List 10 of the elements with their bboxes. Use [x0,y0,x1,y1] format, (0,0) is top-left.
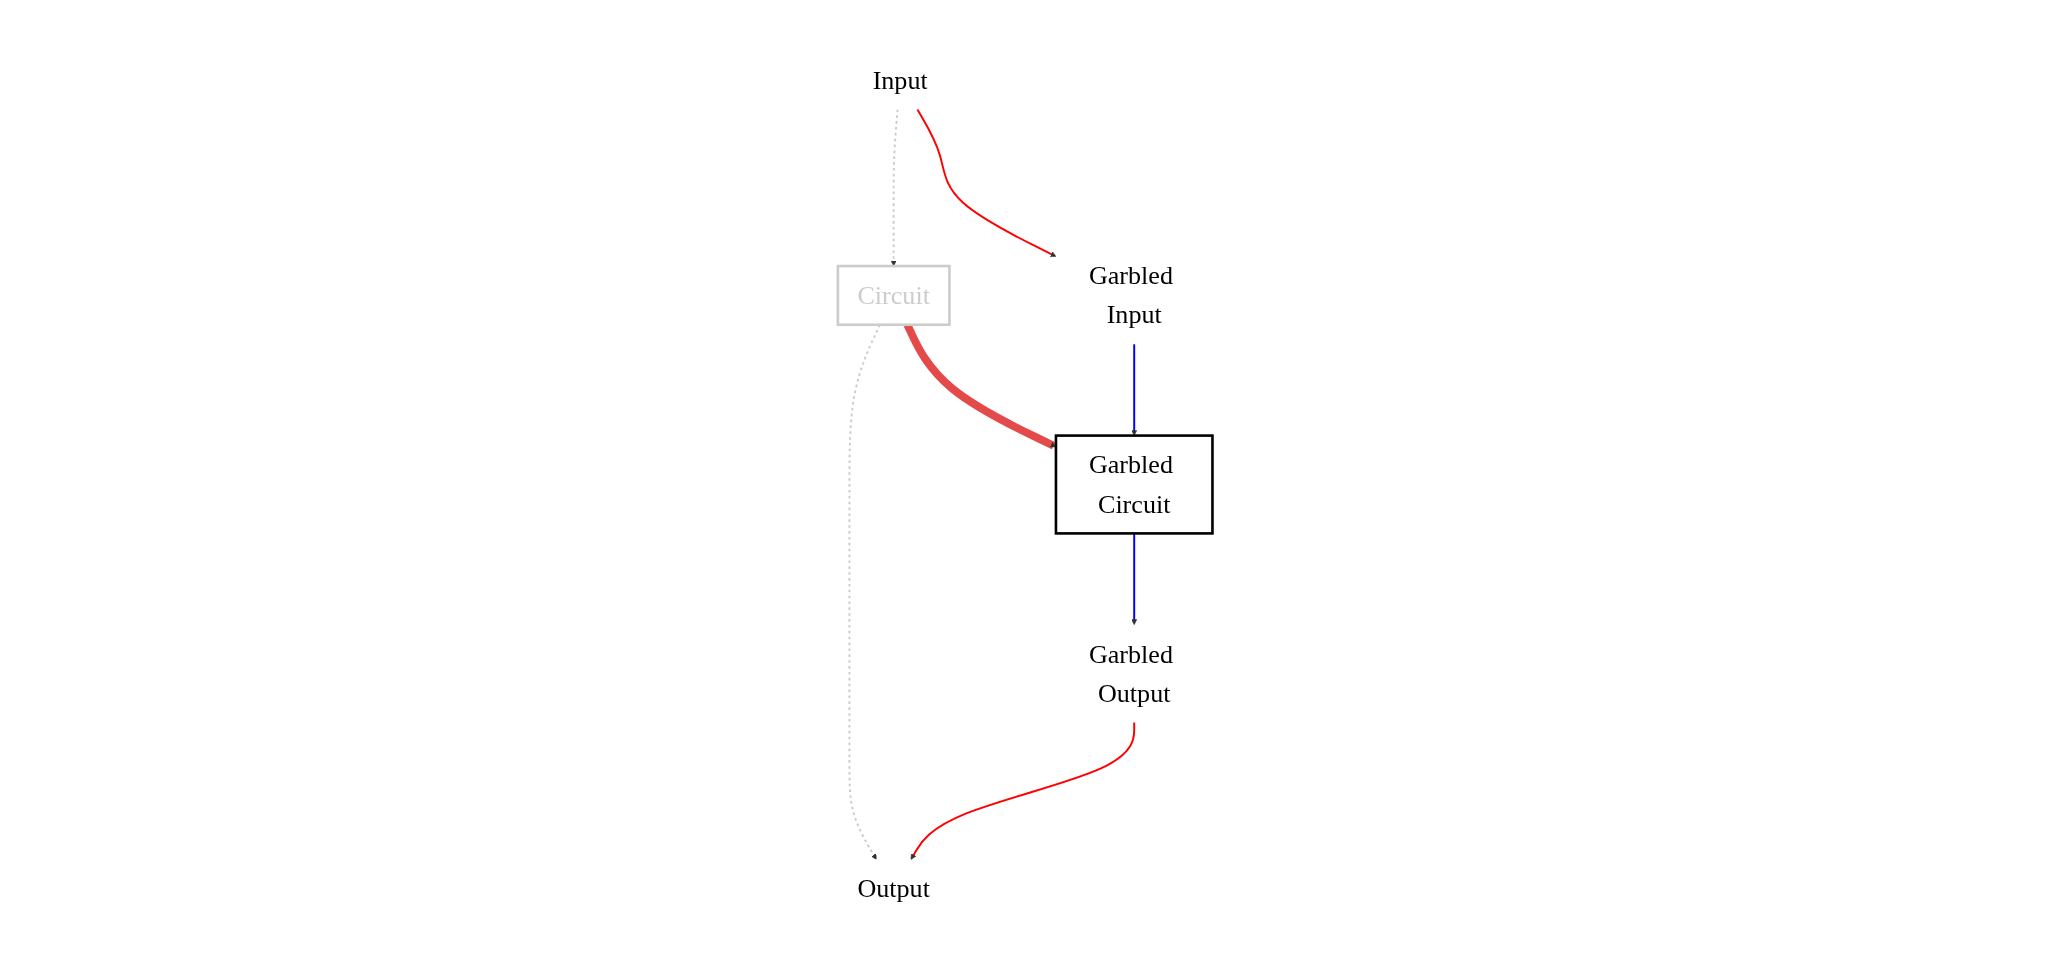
node-text: Garbled Output [1088,639,1173,708]
arrow [910,721,1135,860]
node-text: Output [857,873,930,904]
arrow [890,108,899,267]
arrow [903,323,1057,450]
node-text: Input [872,65,928,95]
node-text: Garbled Input [1088,260,1173,330]
arrow [916,108,1057,257]
arrow [1131,343,1137,436]
node-box: Garbled Circuit [1054,434,1214,535]
